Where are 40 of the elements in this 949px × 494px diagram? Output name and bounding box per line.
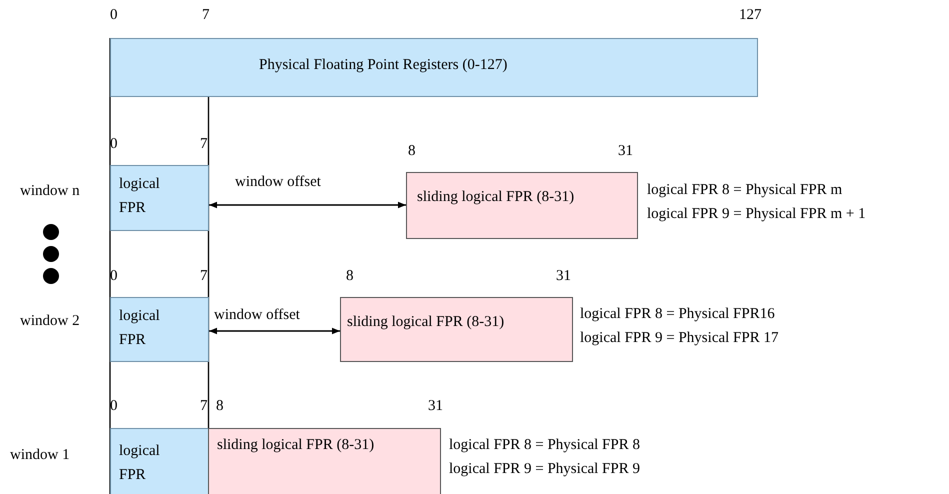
row-label: window n (20, 182, 80, 200)
box-label: sliding logical FPR (8-31) (217, 436, 376, 455)
register-box (110, 428, 209, 494)
box-label: sliding logical FPR (8-31) (417, 188, 576, 207)
bit-index: 8 (408, 142, 416, 160)
double-arrow (209, 328, 340, 334)
register-box (110, 38, 758, 97)
register-window-box (208, 428, 441, 494)
bit-index: 7 (200, 135, 208, 153)
bit-index: 7 (200, 267, 208, 285)
box-label: Physical Floating Point Registers (0-127) (259, 56, 508, 75)
register-box (110, 165, 209, 231)
double-arrow (209, 202, 406, 208)
mapping-note: logical FPR 8 = Physical FPR16 (580, 305, 775, 324)
bit-index: 31 (618, 142, 633, 160)
mapping-note: logical FPR 8 = Physical FPR 8 (449, 436, 640, 455)
box-label: logical FPR (119, 442, 161, 485)
mapping-note: logical FPR 9 = Physical FPR m + 1 (647, 205, 866, 224)
box-label: logical FPR (119, 175, 161, 218)
mapping-note: logical FPR 8 = Physical FPR m (647, 181, 842, 200)
register-box (110, 297, 209, 362)
bit-index: 8 (216, 397, 224, 415)
box-label: sliding logical FPR (8-31) (347, 313, 506, 332)
mapping-note: logical FPR 9 = Physical FPR 9 (449, 460, 640, 479)
bit-index: 0 (110, 135, 118, 153)
bit-index: 7 (200, 397, 208, 415)
bit-index: 31 (556, 267, 571, 285)
row-label: window 2 (20, 312, 80, 330)
bit-index: 31 (428, 397, 443, 415)
bit-index: 0 (110, 397, 118, 415)
mapping-note: logical FPR 9 = Physical FPR 17 (580, 329, 778, 348)
register-window-box (340, 297, 573, 362)
row-label: window 1 (10, 446, 70, 464)
bit-index: 0 (110, 6, 118, 24)
bit-index: 7 (202, 6, 210, 24)
bit-index: 127 (739, 6, 762, 24)
bit-index: 0 (110, 267, 118, 285)
register-window-box (406, 172, 638, 239)
bit-index: 8 (346, 267, 354, 285)
box-label: logical FPR (119, 307, 161, 350)
